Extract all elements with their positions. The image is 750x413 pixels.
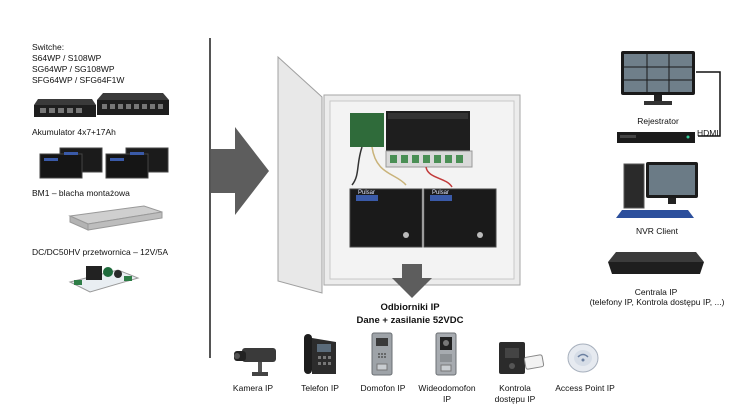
hdmi-label: HDMI [697,128,719,138]
device-label-access-point: Access Point IP [555,383,615,393]
battery-group-right-image [105,147,169,179]
battery-group-left-image [39,147,103,179]
device-label-camera: Kamera IP [232,383,274,393]
access-point-image [567,343,599,373]
device-label-phone: Telefon IP [301,383,339,393]
arrow-right-icon [211,127,269,215]
ip-camera-image [234,348,276,376]
ip-phone-image [304,334,336,374]
switch-large-image [97,93,169,115]
battery-label: Akumulator 4x7+17Ah [32,127,116,137]
receivers-subtitle: Dane + zasilanie 52VDC [356,315,464,326]
nvr-client-pc-image [616,162,698,218]
hdmi-cable-line [696,71,721,137]
battery-brand-left: Pulsar [358,190,376,196]
device-label-access-control: Kontrola dostępu IP [494,383,536,404]
ip-central-image [608,252,704,274]
recorder-monitor-image [621,51,695,105]
power-cabinet-image [277,55,521,294]
device-label-intercom: Domofon IP [360,383,406,393]
ip-central-sublabel: (telefony IP, Kontrola dostępu IP, ...) [589,297,725,307]
ip-video-intercom-image [435,332,457,376]
receivers-title: Odbiorniki IP [380,302,440,313]
arrow-down-icon [392,264,432,298]
divider-line [209,38,211,358]
access-control-image [499,342,545,374]
dcdc-converter-image [68,266,140,293]
bm1-label: BM1 – blacha montażowa [32,188,130,198]
nvr-client-label: NVR Client [635,226,679,236]
battery-brand-right: Pulsar [432,190,450,196]
switch-small-image [34,99,96,117]
device-label-video-intercom: Wideodomofon IP [418,383,476,404]
ip-central-label: Centrala IP [634,287,678,297]
mounting-plate-image [68,205,163,231]
dcdc-label: DC/DC50HV przetwornica – 12V/5A [32,247,169,257]
recorder-label: Rejestrator [637,116,679,126]
recorder-device-image [617,132,695,143]
switches-label: Switche: S64WP / S108WP SG64WP / SG108WP… [32,42,125,85]
ip-intercom-image [371,332,393,376]
